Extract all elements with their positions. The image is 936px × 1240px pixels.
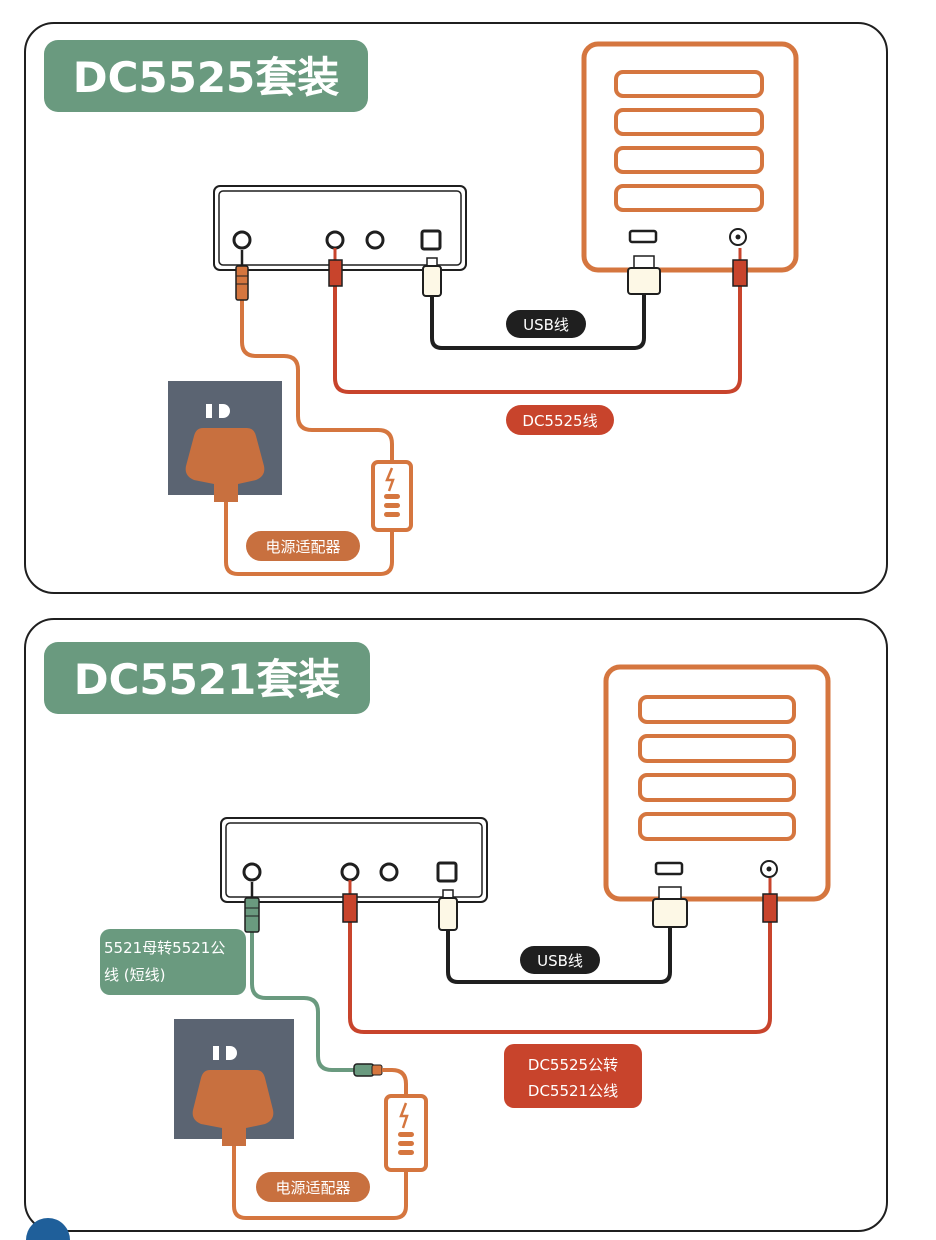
- usb-port-icon: [628, 229, 658, 244]
- plug-icon: [192, 1070, 274, 1146]
- kit-title-badge: [44, 642, 370, 714]
- usb-port-icon: [654, 861, 684, 876]
- short-cable-label-line1: 5521母转5521公: [104, 939, 225, 957]
- dc5525-section: DC5525套装: [44, 40, 799, 576]
- usb-cable-label-badge: [506, 310, 586, 338]
- corner-circle-icon: [26, 1218, 70, 1240]
- power-adapter-icon: [384, 1094, 428, 1172]
- dc-cable-label-badge: [504, 1044, 642, 1108]
- plug-icon: [185, 428, 265, 502]
- dc-port-icon: [760, 860, 778, 878]
- short-cable-label-line2: 线 (短线): [104, 966, 165, 984]
- power-cable-device: [382, 1068, 408, 1096]
- usb-plug-device-side: [438, 889, 458, 931]
- dc-plug-computer-side: [762, 893, 778, 923]
- dc-plug-device-side: [328, 259, 343, 287]
- adapter-label-badge: [246, 531, 360, 561]
- kit-panel-dc5525: [24, 22, 888, 594]
- device-box: [213, 185, 467, 271]
- usb-cable-label: USB线: [537, 952, 583, 970]
- adapter-label-badge: [256, 1172, 370, 1202]
- kit-title: DC5521套装: [74, 655, 341, 704]
- dc5525-cable: [333, 286, 742, 394]
- dc-cable-label-badge: [506, 405, 614, 435]
- usb-plug-device-side: [422, 257, 442, 297]
- green-plug-device-side: [244, 882, 260, 933]
- dc-cable-label-line1: DC5525公转: [528, 1056, 618, 1074]
- dc-cable-label-line2: DC5521公线: [528, 1082, 618, 1100]
- usb-cable: [430, 290, 646, 350]
- dc-plug-computer-side: [732, 259, 748, 287]
- power-adapter-icon: [371, 460, 413, 532]
- power-cable-wall: [224, 502, 394, 576]
- usb-plug-computer-side: [652, 886, 688, 928]
- computer-icon: [581, 41, 799, 273]
- dc-plug-device-side: [342, 893, 358, 923]
- dc-cable-label: DC5525线: [522, 412, 597, 430]
- power-plug-device-side: [235, 250, 249, 301]
- usb-cable-label: USB线: [523, 316, 569, 334]
- computer-icon: [603, 664, 831, 902]
- usb-cable: [446, 926, 672, 984]
- kit-title: DC5525套装: [73, 53, 340, 102]
- usb-cable-label-badge: [520, 946, 600, 974]
- wall-socket-icon: [168, 381, 282, 502]
- kit-title-badge: [44, 40, 368, 112]
- usb-plug-computer-side: [627, 255, 661, 295]
- dc-adapter-cable: [348, 920, 772, 1034]
- short-green-cable: [250, 932, 356, 1072]
- short-cable-label-badge: [100, 929, 246, 995]
- green-female-connector: [353, 1063, 383, 1077]
- power-cable-device: [240, 300, 394, 462]
- dc-port-icon: [729, 228, 747, 246]
- adapter-label: 电源适配器: [275, 1179, 350, 1197]
- adapter-label: 电源适配器: [265, 538, 340, 556]
- power-cable-wall: [232, 1144, 408, 1220]
- dc5521-section: DC5521套装: [44, 642, 831, 1220]
- wall-socket-icon: [174, 1019, 294, 1146]
